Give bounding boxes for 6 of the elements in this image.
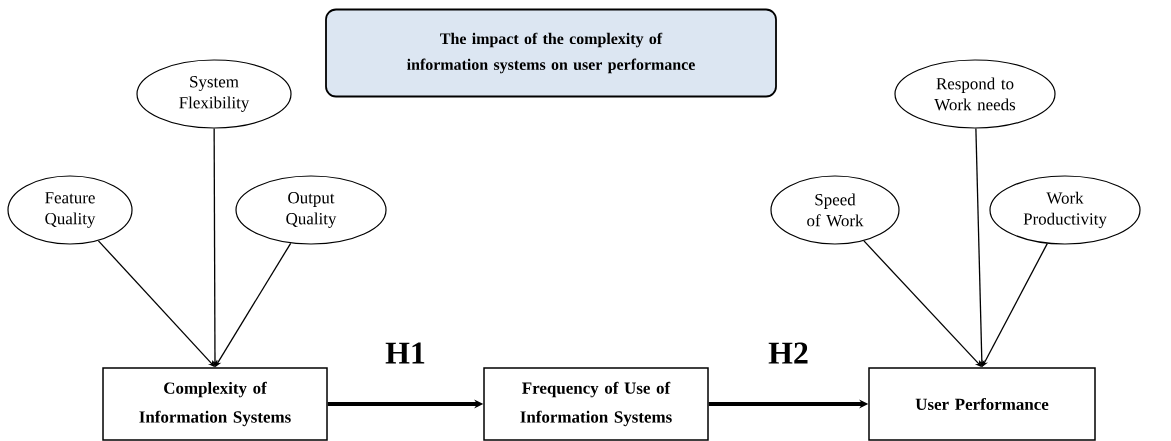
construct-box: User Performance bbox=[868, 367, 1096, 441]
construct-box: Complexity of Information Systems bbox=[102, 367, 328, 441]
edge-label: H1 bbox=[384, 341, 427, 365]
title-box: The impact of the complexity of information systems on user performance bbox=[325, 8, 777, 98]
construct-box: Frequency of Use of Information Systems bbox=[483, 367, 709, 441]
edge-label: H2 bbox=[767, 341, 810, 365]
